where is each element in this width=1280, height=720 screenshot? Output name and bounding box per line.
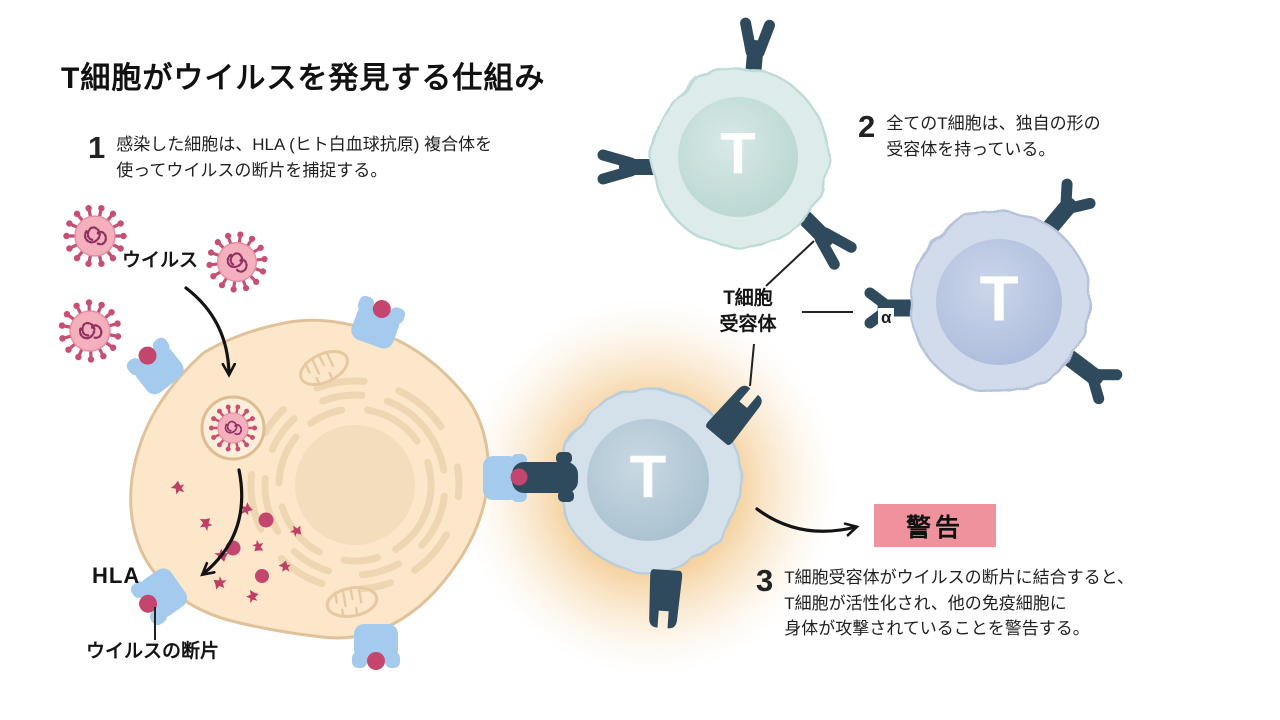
infected-cell: [129, 318, 490, 640]
warning-badge: 警告: [874, 504, 996, 547]
endoplasmic-reticulum: [247, 377, 463, 593]
step-1-line: 感染した細胞は、HLA (ヒト白血球抗原) 複合体を: [116, 135, 493, 154]
mitochondrion: [299, 349, 349, 387]
hla-complex: [352, 624, 400, 670]
step-2-line: 受容体を持っている。: [886, 139, 1056, 159]
virus-particle: [63, 204, 126, 267]
virus-fragment-label: ウイルスの断片: [86, 641, 220, 662]
hla-tcr-binding: [483, 452, 578, 502]
tcr-label: T細胞 受容体: [700, 286, 796, 337]
nucleus: [295, 425, 415, 545]
t-cell-letter: T: [629, 443, 667, 511]
tcr-label-line2: 受容体: [719, 313, 777, 335]
binding-receptor: [512, 462, 578, 493]
step-3-text: T細胞受容体がウイルスの断片に結合すると、 T細胞が活性化され、他の免疫細胞に …: [784, 565, 1134, 642]
step-3-number: 3: [756, 563, 774, 598]
step-1-text: 感染した細胞は、HLA (ヒト白血球抗原) 複合体を 使ってウイルスの断片を捕捉…: [116, 132, 492, 183]
t-cell-letter: T: [979, 262, 1019, 335]
t-cell-letter: T: [720, 121, 756, 187]
arrow-virus-entry: [184, 286, 229, 374]
step-3-line: 身体が攻撃されていることを警告する。: [784, 619, 1090, 638]
virus-particle: [198, 223, 277, 302]
t-cell-activated: [557, 381, 767, 629]
step-2: 2 全てのT細胞は、独自の形の 受容体を持っている。: [858, 109, 1101, 162]
step-3: 3 T細胞受容体がウイルスの断片に結合すると、 T細胞が活性化され、他の免疫細胞…: [756, 563, 1134, 642]
page-title: T細胞がウイルスを発見する仕組み: [61, 62, 546, 95]
hla-label: HLA: [92, 563, 141, 588]
step-2-text: 全てのT細胞は、独自の形の 受容体を持っている。: [886, 111, 1100, 162]
step-1-line: 使ってウイルスの断片を捕捉する。: [116, 160, 388, 180]
bound-virus-fragment: [510, 468, 528, 486]
alpha-chain-label: α: [878, 308, 895, 328]
virus-label: ウイルス: [122, 250, 199, 271]
step-2-number: 2: [858, 109, 876, 144]
arrow-warning: [755, 507, 856, 531]
virus-particle: [51, 292, 129, 370]
t-cell-blue: [870, 184, 1117, 399]
connector-line: [749, 343, 755, 387]
step-2-line: 全てのT細胞は、独自の形の: [886, 114, 1101, 133]
step-3-line: T細胞が活性化され、他の免疫細胞に: [784, 593, 1067, 613]
tcr-connector-lines: [154, 240, 853, 640]
step-3-line: T細胞受容体がウイルスの断片に結合すると、: [784, 568, 1134, 587]
connector-line: [765, 240, 815, 287]
vesicle-with-virus: [200, 395, 266, 461]
step-1: 1 感染した細胞は、HLA (ヒト白血球抗原) 複合体を 使ってウイルスの断片を…: [88, 130, 492, 183]
step-1-number: 1: [88, 130, 106, 165]
tcr-label-line1: T細胞: [723, 288, 773, 309]
arrow-processing: [203, 468, 244, 574]
mitochondrion: [325, 586, 379, 618]
t-cell-teal: [603, 23, 851, 264]
